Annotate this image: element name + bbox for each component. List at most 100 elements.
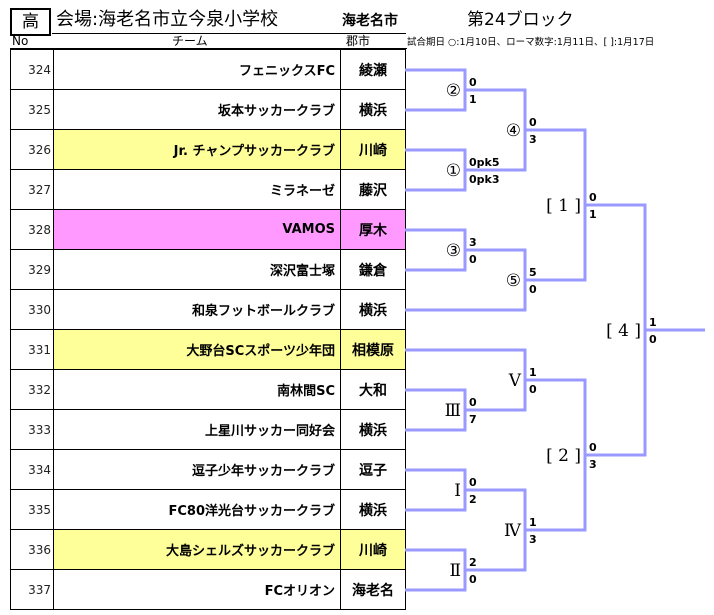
team-city: 綾瀬 <box>341 50 406 89</box>
team-name: 大島シェルズサッカークラブ <box>54 530 341 569</box>
bracket-line <box>405 68 467 112</box>
bracket-line <box>465 88 527 172</box>
match-label: ① <box>446 161 461 181</box>
team-city: 藤沢 <box>341 170 406 209</box>
team-name: 逗子少年サッカークラブ <box>54 450 341 489</box>
team-city: 川崎 <box>341 530 406 569</box>
match-label: [ 1 ] <box>546 196 581 216</box>
venue-title: 会場:海老名市立今泉小学校 <box>56 9 279 30</box>
score-bottom: 0 <box>469 573 477 586</box>
team-number: 329 <box>11 250 54 289</box>
match-label: ② <box>446 81 461 101</box>
team-number: 327 <box>11 170 54 209</box>
score-bottom: 0 <box>529 283 537 296</box>
score-bottom: 3 <box>589 458 597 471</box>
team-name: 和泉フットボールクラブ <box>54 290 341 329</box>
team-name: FC80洋光台サッカークラブ <box>54 490 341 529</box>
score-bottom: 3 <box>529 533 537 546</box>
bracket-line <box>525 128 587 282</box>
match-label: [ 2 ] <box>546 446 581 466</box>
match-label: Ⅴ <box>508 371 522 391</box>
team-number: 330 <box>11 290 54 329</box>
column-header-no: No <box>12 34 29 48</box>
header-underline <box>10 48 407 49</box>
score-top: 5 <box>529 266 537 279</box>
match-dates-note: 試合期日 ○:1月10日、ローマ数字:1月11日、[ ]:1月17日 <box>407 37 655 48</box>
match-label: ③ <box>446 241 461 261</box>
team-city: 横浜 <box>341 90 406 129</box>
team-name: ミラネーゼ <box>54 170 341 209</box>
score-bottom: 0 <box>649 333 657 346</box>
score-bottom: 0 <box>529 383 537 396</box>
bracket-line <box>405 348 527 412</box>
team-number: 337 <box>11 570 54 609</box>
bracket-line <box>405 388 467 432</box>
team-number: 335 <box>11 490 54 529</box>
score-top: 1 <box>529 366 537 379</box>
score-bottom: 0pk3 <box>469 173 500 186</box>
score-top: 0 <box>589 191 597 204</box>
score-top: 1 <box>529 516 537 529</box>
score-top: 0pk5 <box>469 156 500 169</box>
host-city: 海老名市 <box>342 13 398 29</box>
team-number: 336 <box>11 530 54 569</box>
team-city: 逗子 <box>341 450 406 489</box>
title-underline <box>52 33 406 34</box>
team-city: 横浜 <box>341 490 406 529</box>
score-top: 3 <box>469 236 477 249</box>
match-label: Ⅲ <box>445 401 461 421</box>
team-number: 325 <box>11 90 54 129</box>
team-name: Jr. チャンプサッカークラブ <box>54 130 341 169</box>
team-number: 324 <box>11 50 54 89</box>
match-label: ④ <box>506 121 521 141</box>
team-name: 大野台SCスポーツ少年団 <box>54 330 341 369</box>
score-top: 0 <box>469 476 477 489</box>
team-name: フェニックスFC <box>54 50 341 89</box>
match-label: ⑤ <box>506 271 521 291</box>
team-number: 331 <box>11 330 54 369</box>
block-title: 第24ブロック <box>467 10 574 30</box>
team-number: 326 <box>11 130 54 169</box>
team-name: 上星川サッカー同好会 <box>54 410 341 449</box>
column-header-team: チーム <box>172 34 208 48</box>
team-number: 328 <box>11 210 54 249</box>
grade-badge: 高 <box>10 8 51 36</box>
team-number: 332 <box>11 370 54 409</box>
match-label: Ⅳ <box>504 521 522 541</box>
score-bottom: 0 <box>469 253 477 266</box>
score-bottom: 7 <box>469 413 477 426</box>
team-number: 334 <box>11 450 54 489</box>
team-city: 海老名 <box>341 570 406 609</box>
bracket-line <box>465 488 527 572</box>
bracket-line <box>405 468 467 512</box>
team-name: 坂本サッカークラブ <box>54 90 341 129</box>
team-name: 深沢富士塚 <box>54 250 341 289</box>
match-label: [ 4 ] <box>606 321 641 341</box>
score-top: 0 <box>589 441 597 454</box>
team-city: 横浜 <box>341 410 406 449</box>
match-label: Ⅱ <box>449 561 461 581</box>
bracket-line <box>405 248 527 312</box>
match-label: Ⅰ <box>454 481 461 501</box>
team-number: 333 <box>11 410 54 449</box>
score-bottom: 1 <box>469 93 477 106</box>
team-city: 川崎 <box>341 130 406 169</box>
score-top: 2 <box>469 556 477 569</box>
bracket-line <box>405 548 467 592</box>
team-city: 厚木 <box>341 210 406 249</box>
bracket-line <box>405 228 467 272</box>
